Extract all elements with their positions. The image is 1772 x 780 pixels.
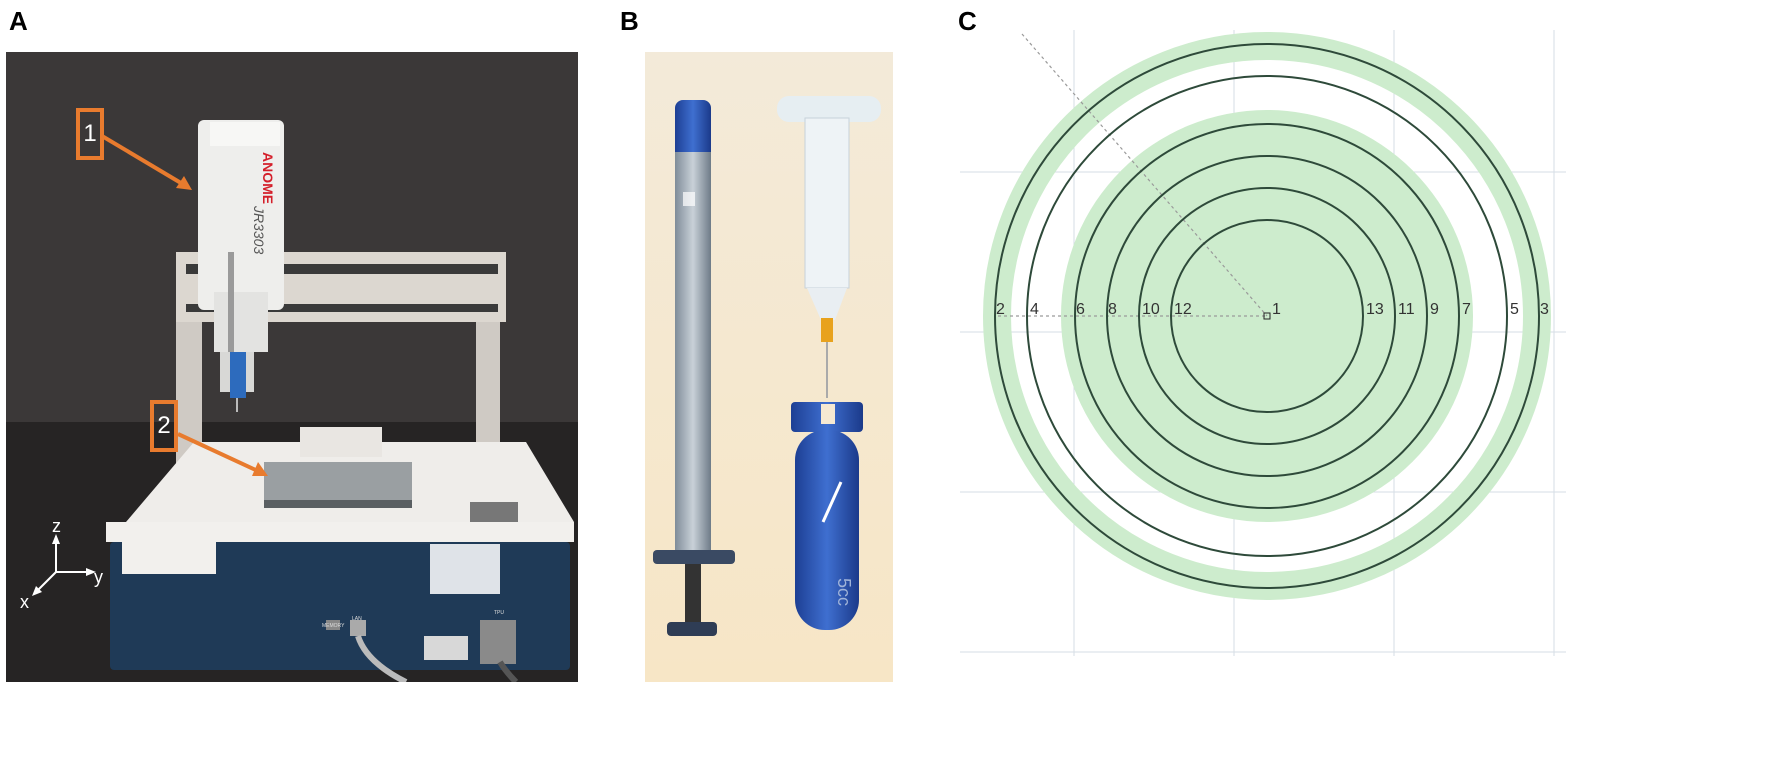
cartridge-volume-label: 5cc (834, 578, 854, 606)
center-label: 1 (1272, 301, 1281, 318)
start-guide-line (1021, 33, 1268, 317)
axis-label-z: z (52, 516, 61, 536)
syringe-illustration: 5cc (645, 52, 893, 682)
lan-port-label: LAN (352, 616, 362, 622)
axis-label-x: x (20, 592, 29, 612)
ring-label-right: 11 (1398, 301, 1415, 318)
ring-label-left: 4 (1030, 301, 1039, 318)
panel-label-c: C (958, 6, 977, 36)
outer-green-band (983, 32, 1551, 600)
syringe-cartridge-photo: 5cc (645, 52, 893, 682)
ring-paths (994, 43, 1540, 589)
ring-label-right: 13 (1366, 301, 1384, 318)
ring-label-left: 8 (1108, 301, 1117, 318)
callout-1: 1 (76, 108, 104, 160)
ring-label-left: 6 (1076, 301, 1085, 318)
ring-label-right: 3 (1540, 301, 1549, 318)
ring-path-diagram: 2 4 6 8 10 12 1 13 11 9 7 5 3 (960, 30, 1566, 656)
ring-label-left: 10 (1142, 301, 1160, 318)
dispensing-robot-photo: ANOME JR3303 MEMORY LAN TPU z y x 1 2 (6, 52, 578, 682)
axis-label-y: y (94, 567, 103, 587)
ring-path (994, 43, 1540, 589)
robot-illustration: ANOME JR3303 MEMORY LAN TPU z y x (6, 52, 578, 682)
ring-label-left: 12 (1174, 301, 1192, 318)
panel-label-a: A (9, 6, 28, 36)
ring-label-left: 2 (996, 301, 1005, 318)
ring-path (1170, 219, 1364, 413)
ring-path (1026, 75, 1508, 557)
robot-brand-text: ANOME (260, 152, 276, 204)
robot-model-text: JR3303 (251, 205, 267, 254)
ring-label-right: 5 (1510, 301, 1519, 318)
panel-label-b: B (620, 6, 639, 36)
ring-label-right: 9 (1430, 301, 1439, 318)
ring-path (1138, 187, 1396, 445)
ring-label-right: 7 (1462, 301, 1471, 318)
memory-port-label: MEMORY (322, 623, 345, 629)
ring-path (1074, 123, 1460, 509)
center-point-marker (1263, 312, 1271, 320)
callout-2: 2 (150, 400, 178, 452)
tpu-port-label: TPU (494, 610, 504, 616)
ring-path (1106, 155, 1428, 477)
